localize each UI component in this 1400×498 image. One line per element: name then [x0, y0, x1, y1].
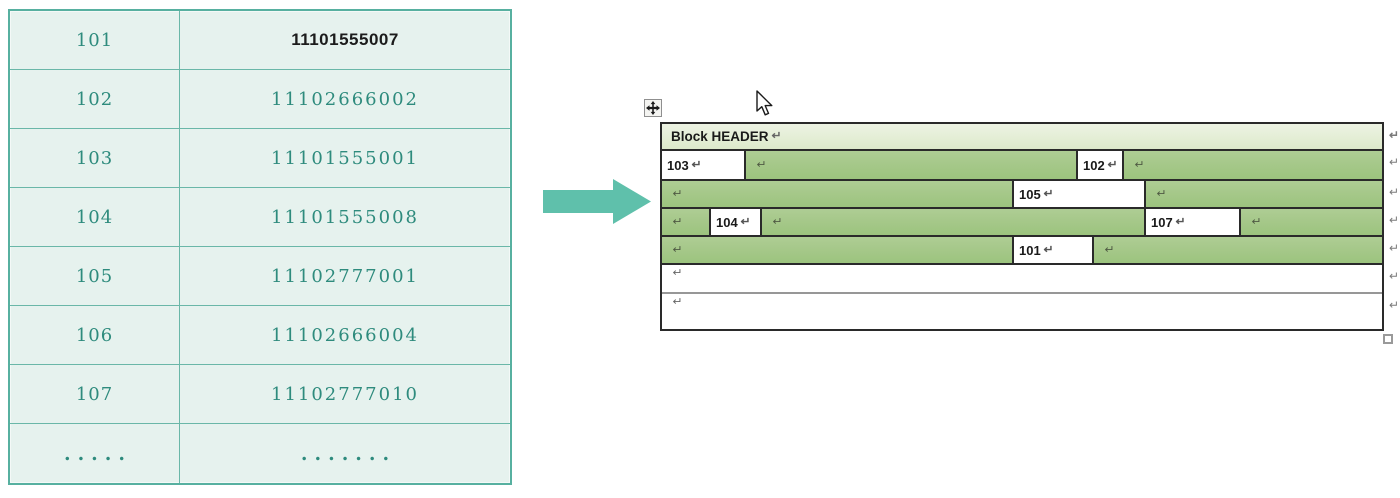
table-row: 106 11102666004	[10, 306, 510, 365]
row-id-cell: 104	[10, 188, 180, 246]
cell-number: 102	[1083, 157, 1105, 173]
paragraph-mark-icon: ↵	[1388, 298, 1399, 312]
row-value-cell: 11102666004	[271, 324, 419, 346]
paragraph-mark-icon: ↵	[756, 158, 767, 171]
table-move-handle[interactable]	[644, 99, 662, 117]
block-cell[interactable]: ↵	[662, 237, 1012, 263]
word-table-row: ↵101↵↵↵	[662, 235, 1399, 263]
source-data-table: 101 11101555007 102 11102666002 103 111015550…	[8, 9, 512, 485]
value-cell[interactable]: 105↵	[1012, 181, 1146, 207]
row-value-cell: 11101555008	[271, 206, 419, 228]
paragraph-mark-icon: ↵	[1251, 215, 1262, 228]
paragraph-mark-icon: ↵	[691, 158, 702, 171]
block-cell[interactable]: ↵	[662, 209, 709, 235]
cell-number: 105	[1019, 186, 1041, 202]
word-table: Block HEADER↵ ↵ 103↵↵102↵↵↵↵105↵↵↵↵104↵↵…	[660, 122, 1399, 331]
block-cell[interactable]: ↵	[662, 181, 1012, 207]
row-value-cell: 11102777001	[271, 265, 419, 287]
paragraph-mark-icon: ↵	[672, 187, 683, 200]
paragraph-mark-icon: ↵	[1043, 187, 1054, 200]
row-id-cell: 107	[10, 365, 180, 423]
block-cell[interactable]: ↵	[1094, 237, 1382, 263]
paragraph-mark-icon: ↵	[1388, 269, 1399, 283]
paragraph-mark-icon: ↵	[1107, 158, 1118, 171]
flow-right-arrow-icon	[543, 179, 651, 224]
value-cell[interactable]: 104↵	[709, 209, 762, 235]
paragraph-mark-icon: ↵	[1043, 243, 1054, 256]
block-cell[interactable]: ↵	[1124, 151, 1382, 179]
row-value-cell: 11102777010	[271, 383, 419, 405]
table-row: 102 11102666002	[10, 70, 510, 129]
block-cell[interactable]: ↵	[1241, 209, 1382, 235]
paragraph-mark-icon: ↵	[1388, 241, 1399, 255]
table-move-handle-icon	[646, 101, 660, 115]
paragraph-mark-icon: ↵	[1175, 215, 1186, 228]
table-row: ............	[10, 424, 510, 483]
row-value-cell: 11101555007	[291, 30, 399, 49]
empty-cell[interactable]: ↵	[662, 265, 1382, 292]
word-table-row: ↵↵	[662, 292, 1399, 329]
row-id-cell: 101	[10, 11, 180, 69]
word-table-rows: 103↵↵102↵↵↵↵105↵↵↵↵104↵↵107↵↵↵↵101↵↵↵↵↵↵…	[662, 151, 1399, 329]
row-id-cell: 102	[10, 70, 180, 128]
row-value-cell: 11101555001	[271, 147, 419, 169]
cell-number: 104	[716, 214, 738, 230]
paragraph-mark-icon: ↵	[672, 215, 683, 228]
row-id-cell: 105	[10, 247, 180, 305]
word-table-header-label: Block HEADER	[671, 129, 769, 144]
paragraph-mark-icon: ↵	[1388, 213, 1399, 227]
cell-number: 107	[1151, 214, 1173, 230]
word-table-row: 103↵↵102↵↵↵	[662, 151, 1399, 179]
paragraph-mark-icon: ↵	[672, 243, 683, 256]
paragraph-mark-icon: ↵	[1134, 158, 1145, 171]
paragraph-mark-icon: ↵	[1388, 155, 1399, 169]
empty-cell[interactable]: ↵	[662, 294, 1382, 329]
value-cell[interactable]: 103↵	[662, 151, 746, 179]
word-table-row: ↵105↵↵↵	[662, 179, 1399, 207]
block-cell[interactable]: ↵	[762, 209, 1144, 235]
table-row: 101 11101555007	[10, 11, 510, 70]
row-id-cell: 103	[10, 129, 180, 187]
word-table-row: ↵↵	[662, 263, 1399, 292]
value-cell[interactable]: 102↵	[1076, 151, 1124, 179]
value-cell[interactable]: 107↵	[1144, 209, 1241, 235]
paragraph-mark-icon: ↵	[1388, 185, 1399, 199]
row-id-cell: 106	[10, 306, 180, 364]
paragraph-mark-icon: ↵	[1104, 243, 1115, 256]
word-table-header-cell[interactable]: Block HEADER↵ ↵	[662, 124, 1399, 151]
block-cell[interactable]: ↵	[1146, 181, 1382, 207]
row-value-cell: .......	[300, 442, 397, 465]
value-cell[interactable]: 101↵	[1012, 237, 1094, 263]
mouse-pointer-icon	[756, 90, 773, 116]
table-row: 105 11102777001	[10, 247, 510, 306]
table-resize-handle[interactable]	[1383, 334, 1393, 344]
paragraph-mark-icon: ↵	[740, 215, 751, 228]
table-row: 103 11101555001	[10, 129, 510, 188]
paragraph-mark-icon: ↵	[771, 130, 782, 142]
cell-number: 101	[1019, 242, 1041, 258]
paragraph-mark-icon: ↵	[772, 215, 783, 228]
block-cell[interactable]: ↵	[746, 151, 1076, 179]
paragraph-mark-icon: ↵	[1156, 187, 1167, 200]
table-row: 107 11102777010	[10, 365, 510, 424]
paragraph-mark-icon: ↵	[1388, 128, 1399, 142]
word-table-row: ↵104↵↵107↵↵↵	[662, 207, 1399, 235]
row-value-cell: 11102666002	[271, 88, 419, 110]
paragraph-mark-icon: ↵	[672, 267, 683, 279]
row-id-cell: .....	[10, 424, 180, 483]
paragraph-mark-icon: ↵	[672, 296, 683, 308]
cell-number: 103	[667, 157, 689, 173]
table-row: 104 11101555008	[10, 188, 510, 247]
